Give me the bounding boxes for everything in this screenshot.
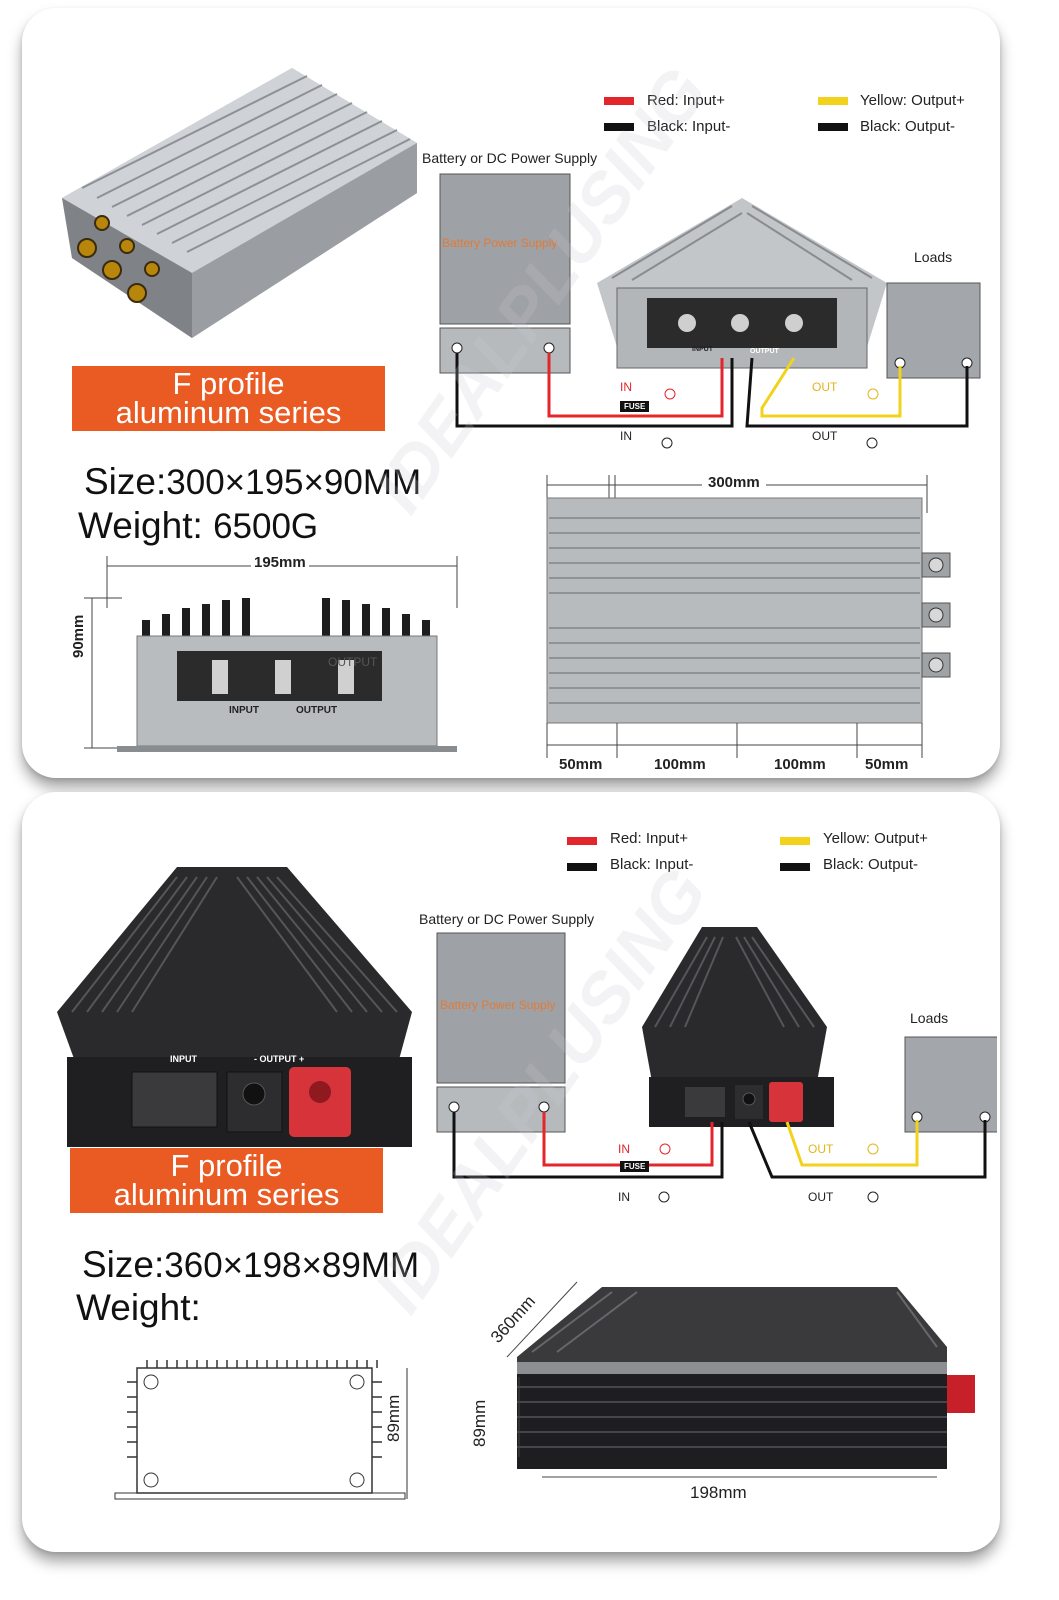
front-width-dim: 195mm	[251, 554, 309, 571]
product-card-1: F profile aluminum series Red: Input+ Bl…	[22, 8, 1000, 778]
top-length-dim: 300mm	[702, 474, 766, 491]
out-plus-label-2: OUT	[808, 1142, 834, 1156]
photo-input-label: INPUT	[170, 1054, 197, 1064]
legend-red-swatch	[604, 97, 634, 105]
legend-red: Red: Input+	[647, 92, 725, 109]
front-view-drawing	[84, 556, 458, 752]
series-banner-2: F profile aluminum series	[70, 1148, 383, 1213]
out-minus-label-2: OUT	[808, 1190, 834, 1204]
front-height-dim: 90mm	[70, 614, 87, 658]
size-label-2: Size:	[82, 1244, 165, 1285]
weight-label: Weight:	[78, 505, 203, 546]
loads-label-2: Loads	[910, 1010, 949, 1026]
legend2-black-out-swatch	[780, 863, 810, 871]
loads-label: Loads	[914, 249, 953, 265]
out-plus-label: OUT	[812, 380, 838, 394]
product-card-2: INPUT - OUTPUT + F profile aluminum seri…	[22, 792, 1000, 1552]
segment-4-dim: 50mm	[863, 756, 911, 773]
size-spec: Size:300×195×90MM	[84, 461, 421, 503]
wiring-diagram-2	[436, 927, 997, 1203]
in-plus-label-2: IN	[618, 1142, 630, 1156]
banner-2-line-1: F profile	[170, 1148, 283, 1183]
legend-black-in: Black: Input-	[647, 118, 731, 135]
persp-height-dim: 89mm	[470, 1399, 489, 1447]
legend-yellow-swatch	[818, 97, 848, 105]
in-minus-label-2: IN	[618, 1190, 630, 1204]
banner-2-line-2: aluminum series	[113, 1177, 340, 1212]
fuse-label: FUSE	[620, 401, 650, 412]
weight-spec-2: Weight:	[76, 1287, 211, 1329]
battery-box-text-2: Battery Power Supply	[440, 998, 556, 1012]
size-label: Size:	[84, 461, 167, 502]
legend-yellow: Yellow: Output+	[860, 92, 965, 109]
weight-spec: Weight: 6500G	[78, 505, 318, 547]
top-view-drawing	[546, 475, 951, 758]
size-value-2: 360×198×89MM	[164, 1246, 420, 1285]
product-photo-silver	[62, 68, 417, 338]
size-value: 300×195×90MM	[166, 463, 422, 502]
legend-black-out-swatch	[818, 123, 848, 131]
terminal-output-label: OUTPUT	[750, 348, 779, 355]
out-minus-label: OUT	[812, 429, 838, 443]
legend2-red: Red: Input+	[610, 830, 688, 847]
weight-label-2: Weight:	[76, 1287, 201, 1328]
legend2-black-in: Black: Input-	[610, 856, 694, 873]
product-photo-black	[57, 867, 412, 1147]
segment-1-dim: 50mm	[557, 756, 605, 773]
legend2-yellow: Yellow: Output+	[823, 830, 928, 847]
wiring-diagram	[439, 173, 981, 449]
legend-black-in-swatch	[604, 123, 634, 131]
legend2-yellow-swatch	[780, 837, 810, 845]
front-output-top-label: OUTPUT	[328, 655, 378, 669]
front-input-label: INPUT	[229, 705, 259, 716]
legend2-red-swatch	[567, 837, 597, 845]
legend2-black-out: Black: Output-	[823, 856, 919, 873]
fuse-label-2: FUSE	[620, 1161, 650, 1172]
legend2-black-in-swatch	[567, 863, 597, 871]
battery-box	[439, 173, 571, 325]
persp-width-dim: 198mm	[687, 1483, 750, 1503]
supply-caption-2: Battery or DC Power Supply	[419, 911, 595, 927]
battery-box-text: Battery Power Supply	[442, 236, 558, 250]
in-plus-label: IN	[620, 380, 632, 394]
in-minus-label: IN	[620, 429, 632, 443]
perspective-view-drawing	[506, 1281, 975, 1478]
weight-value: 6500G	[213, 507, 319, 546]
supply-caption: Battery or DC Power Supply	[422, 150, 598, 166]
terminal-input-label: INPUT	[692, 346, 713, 353]
size-spec-2: Size:360×198×89MM	[82, 1244, 419, 1286]
segment-3-dim: 100mm	[772, 756, 828, 773]
bottom-view-drawing	[114, 1360, 408, 1500]
banner-line-2: aluminum series	[115, 395, 342, 430]
legend-black-out: Black: Output-	[860, 118, 956, 135]
photo-output-label: - OUTPUT +	[254, 1054, 305, 1064]
front-output-label: OUTPUT	[296, 705, 338, 716]
segment-2-dim: 100mm	[652, 756, 708, 773]
series-banner: F profile aluminum series	[72, 366, 385, 431]
bottom-height-dim: 89mm	[384, 1394, 403, 1442]
banner-line-1: F profile	[172, 366, 285, 401]
